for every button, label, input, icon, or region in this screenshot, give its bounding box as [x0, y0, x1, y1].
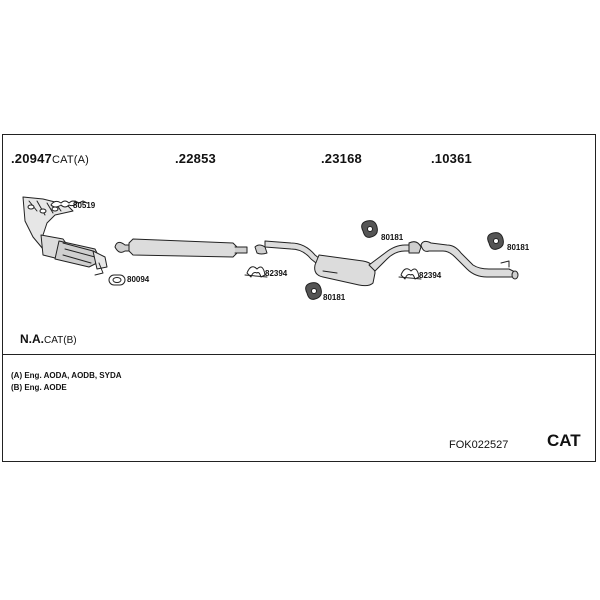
tail-pipe-drawing [420, 240, 519, 280]
gasket-80094-drawing [108, 274, 126, 286]
ref-80519: 80519 [73, 201, 96, 210]
clamp-82394-right-drawing [398, 268, 422, 280]
manifold-catalyst-drawing [22, 196, 108, 276]
engine-note-a: (A) Eng. AODA, AODB, SYDA [11, 371, 122, 380]
part-number-label: .22853 [175, 151, 216, 166]
part-number-label: .20947 [11, 151, 52, 166]
mount-80181-c-drawing [487, 232, 504, 250]
ref-82394-right: 82394 [419, 271, 442, 280]
part-number-manifold: .20947CAT(A) [11, 151, 89, 166]
ref-80181-right: 80181 [507, 243, 530, 252]
ref-80181-bottom: 80181 [323, 293, 346, 302]
mount-80181-b-drawing [305, 282, 322, 300]
ref-82394-left: 82394 [265, 269, 288, 278]
na-catalyst-label: N.A.CAT(B) [20, 332, 77, 346]
cat-label: CAT [547, 431, 581, 450]
middle-silencer-drawing [254, 240, 422, 287]
part-number-tail-pipe: .10361 [431, 151, 472, 166]
front-pipe-drawing [114, 238, 248, 258]
part-number-middle-silencer: .23168 [321, 151, 362, 166]
part-number-suffix: CAT(A) [51, 154, 90, 166]
exhaust-system-drawing [22, 196, 519, 300]
mount-80181-a-drawing [361, 220, 378, 238]
section-divider [3, 354, 595, 355]
na-number: N.A. [20, 332, 44, 346]
kit-code: FOK022527 [449, 439, 509, 451]
ref-80181-top: 80181 [381, 233, 404, 242]
clamp-82394-left-drawing [244, 266, 268, 278]
part-number-label: .23168 [321, 151, 362, 166]
gasket-80519-drawing [50, 200, 78, 208]
diagram-sheet: .20947CAT(A) .22853 .23168 .10361 [2, 134, 596, 462]
part-number-label: .10361 [431, 151, 472, 166]
ref-80094: 80094 [127, 275, 150, 284]
engine-note-b: (B) Eng. AODE [11, 383, 67, 392]
part-number-front-pipe: .22853 [175, 151, 216, 166]
na-suffix: CAT(B) [44, 335, 77, 346]
